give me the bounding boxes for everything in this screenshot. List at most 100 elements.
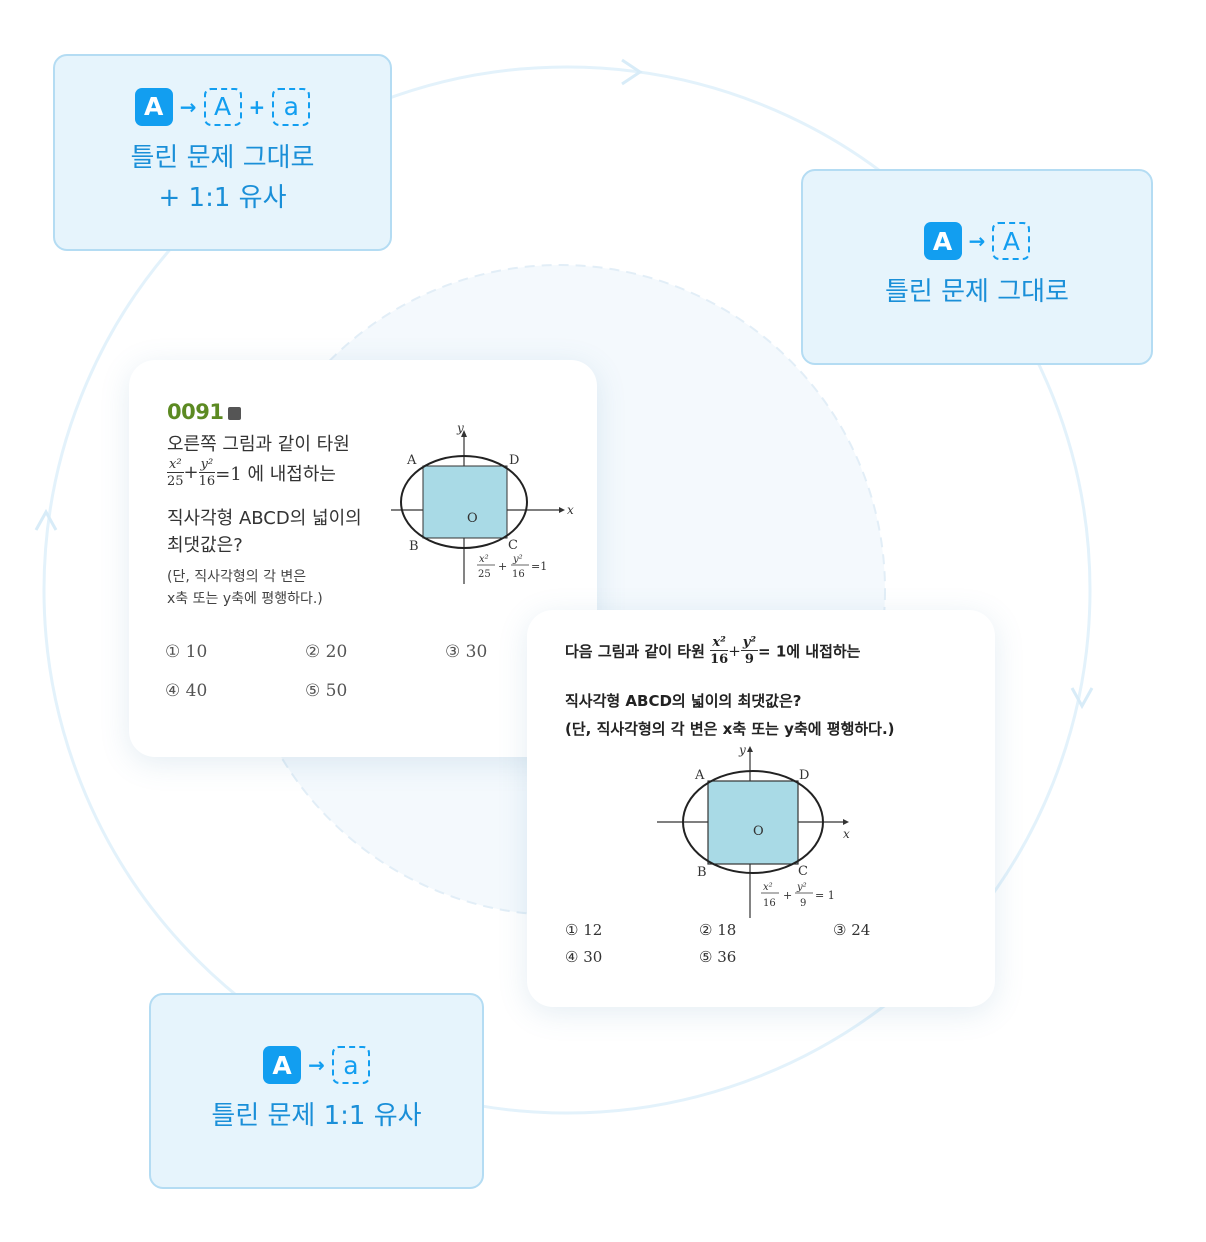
problem-number: 0091 [167,400,242,424]
plus-sign: + [728,642,741,660]
similar-problem-badge: a [272,87,311,126]
fig-eq-x-num: x² [763,882,773,893]
fig-eq-rest: =1 [531,560,547,573]
numerator: x² [167,457,184,473]
equation-rest: = 1에 내접하는 [758,642,861,661]
y-axis-arrow [461,430,467,437]
original-problem-badge: A [263,1046,302,1084]
option-wrong-as-is[interactable]: A → A 틀린 문제 그대로 [801,169,1153,365]
vertex-b: B [409,539,419,554]
x-axis-arrow [843,819,849,825]
x-axis-arrow [559,507,565,513]
similar-problem-line2: 직사각형 ABCD의 넓이의 최댓값은? [565,692,802,710]
inscribed-rectangle [422,465,508,539]
option-similar-only[interactable]: A → a 틀린 문제 1:1 유사 [149,993,484,1189]
fig-eq-y-den: 9 [800,898,806,909]
choice-2[interactable]: ② 18 [699,921,737,939]
difficulty-icon [228,406,242,420]
origin-label: O [467,511,478,526]
x-label: x [843,827,850,841]
vertex-a: A [694,768,705,783]
problem-note2: x축 또는 y축에 평행하다.) [167,591,323,607]
denominator: 16 [710,652,729,667]
denominator: 16 [198,474,216,489]
fig-eq-x-num: x² [479,554,489,565]
problem-note1: (단, 직사각형의 각 변은 [167,569,307,585]
ellipse-figure: y x A D B C O x² 25 + y² 16 =1 [391,422,574,584]
y-label: y [456,422,464,435]
vertex-c: C [508,538,518,553]
y-label: y [738,743,746,757]
fig-eq-y-num: y² [796,882,807,893]
fig-eq-plus: + [783,889,792,902]
ellipse-curve [400,455,528,549]
equation-rest: =1 에 내접하는 [215,464,336,485]
option-caption-line2: + 1:1 유사 [158,182,287,213]
option-wrong-plus-similar[interactable]: A → A + a 틀린 문제 그대로 + 1:1 유사 [53,54,392,251]
fig-eq-x-den: 25 [478,569,491,580]
option-caption-line1: 틀린 문제 1:1 유사 [211,1101,422,1131]
choice-3[interactable]: ③ 24 [833,921,871,939]
choice-3[interactable]: ③ 30 [445,642,488,662]
same-problem-badge: A [992,222,1031,260]
numerator: y² [740,635,759,651]
vertex-d: D [509,453,519,468]
plus-sign: + [183,462,199,483]
choice-1[interactable]: ① 10 [165,642,208,662]
cycle-arrow-left [34,508,58,531]
vertex-a: A [406,453,417,468]
cycle-arrow-right [1070,687,1094,710]
fig-eq-rest: = 1 [815,889,835,902]
similar-problem-line3: (단, 직사각형의 각 변은 x축 또는 y축에 평행하다.) [565,720,895,738]
choice-5[interactable]: ⑤ 36 [699,948,737,966]
choice-5[interactable]: ⑤ 50 [305,681,348,701]
problem-line3: 직사각형 ABCD의 넓이의 [167,508,362,529]
cycle-arrow-top [621,58,643,86]
cycle-ring [42,65,1092,1115]
arrow-right-icon: → [308,1053,325,1077]
inscribed-rectangle [707,780,799,865]
problem-line4: 최댓값은? [167,535,243,556]
x-label: x [567,503,574,517]
line1-text: 다음 그림과 같이 타원 [565,642,705,661]
ellipse-curve [682,770,824,874]
numerator: y² [198,457,216,473]
option-caption-line1: 틀린 문제 그대로 [885,277,1069,307]
arrow-right-icon: → [179,94,197,119]
fig-eq-y-num: y² [512,554,523,565]
arrow-right-icon: → [968,229,986,253]
fig-eq-plus: + [498,560,507,573]
badge-row: A → A + a [134,87,311,126]
vertex-b: B [697,865,707,880]
same-problem-badge: A [203,87,242,126]
fig-eq-y-den: 16 [512,569,525,580]
vertex-c: C [798,864,808,879]
choice-4[interactable]: ④ 40 [165,681,208,701]
numerator: x² [710,635,728,651]
fig-eq-x-den: 16 [763,898,776,909]
original-problem-badge: A [134,87,173,126]
vertex-d: D [799,768,809,783]
denominator: 9 [744,652,754,667]
problem-number-text: 0091 [167,400,224,424]
choice-2[interactable]: ② 20 [305,642,348,662]
problem-line1: 오른쪽 그림과 같이 타원 [167,434,350,455]
badge-row: A → a [263,1046,370,1084]
original-problem-badge: A [923,222,962,260]
plus-icon: + [248,94,266,119]
denominator: 25 [167,474,184,489]
ellipse-figure: y x A D B C O x² 16 + y² 9 = 1 [657,743,850,918]
similar-problem-badge: a [331,1046,370,1084]
y-axis-arrow [747,746,753,752]
choice-1[interactable]: ① 12 [565,921,603,939]
badge-row: A → A [923,222,1031,260]
choice-4[interactable]: ④ 30 [565,948,603,966]
